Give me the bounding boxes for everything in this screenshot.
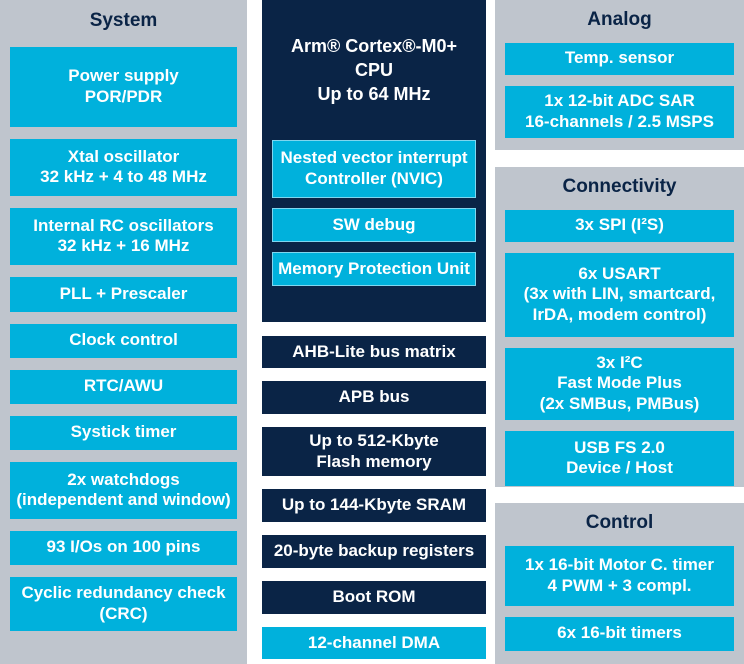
control-panel: Control 1x 16-bit Motor C. timer 4 PWM +… <box>495 503 744 664</box>
block-rtc-awu: RTC/AWU <box>10 369 237 404</box>
block-spi: 3x SPI (I²S) <box>505 209 734 242</box>
block-sram: Up to 144-Kbyte SRAM <box>262 489 486 522</box>
block-sw-debug: SW debug <box>272 208 476 242</box>
system-title: System <box>89 10 158 31</box>
analog-panel: Analog Temp. sensor 1x 12-bit ADC SAR 16… <box>495 0 744 150</box>
block-usart: 6x USART (3x with LIN, smartcard, IrDA, … <box>505 252 734 337</box>
block-16bit-timers: 6x 16-bit timers <box>505 616 734 651</box>
analog-title: Analog <box>587 9 652 30</box>
block-ios-pins: 93 I/Os on 100 pins <box>10 530 237 565</box>
block-nvic: Nested vector interrupt Controller (NVIC… <box>272 140 476 198</box>
block-temp-sensor: Temp. sensor <box>505 42 734 75</box>
connectivity-panel: Connectivity 3x SPI (I²S) 6x USART (3x w… <box>495 167 744 487</box>
block-crc: Cyclic redundancy check (CRC) <box>10 576 237 631</box>
block-power-supply: Power supply POR/PDR <box>10 46 237 127</box>
block-boot-rom: Boot ROM <box>262 581 486 614</box>
block-apb-bus: APB bus <box>262 381 486 414</box>
connectivity-title: Connectivity <box>562 176 677 197</box>
core-column: Arm® Cortex®-M0+ CPU Up to 64 MHz Nested… <box>262 0 486 659</box>
block-flash-memory: Up to 512-Kbyte Flash memory <box>262 427 486 476</box>
block-watchdogs: 2x watchdogs (independent and window) <box>10 461 237 519</box>
block-systick-timer: Systick timer <box>10 415 237 450</box>
block-clock-control: Clock control <box>10 323 237 358</box>
block-pll-prescaler: PLL + Prescaler <box>10 276 237 312</box>
block-motor-timer: 1x 16-bit Motor C. timer 4 PWM + 3 compl… <box>505 545 734 606</box>
block-usb: USB FS 2.0 Device / Host <box>505 430 734 486</box>
cpu-title: Arm® Cortex®-M0+ CPU Up to 64 MHz <box>290 35 458 105</box>
block-backup-registers: 20-byte backup registers <box>262 535 486 568</box>
block-i2c: 3x I²C Fast Mode Plus (2x SMBus, PMBus) <box>505 347 734 420</box>
block-internal-rc-oscillators: Internal RC oscillators 32 kHz + 16 MHz <box>10 207 237 265</box>
block-adc: 1x 12-bit ADC SAR 16-channels / 2.5 MSPS <box>505 85 734 138</box>
block-ahb-bus-matrix: AHB-Lite bus matrix <box>262 336 486 368</box>
right-column: Analog Temp. sensor 1x 12-bit ADC SAR 16… <box>495 0 744 664</box>
block-dma: 12-channel DMA <box>262 627 486 659</box>
block-xtal-oscillator: Xtal oscillator 32 kHz + 4 to 48 MHz <box>10 138 237 196</box>
system-panel: System Power supply POR/PDR Xtal oscilla… <box>0 0 247 664</box>
block-mpu: Memory Protection Unit <box>272 252 476 286</box>
control-title: Control <box>585 512 654 533</box>
cpu-block: Arm® Cortex®-M0+ CPU Up to 64 MHz Nested… <box>262 0 486 322</box>
